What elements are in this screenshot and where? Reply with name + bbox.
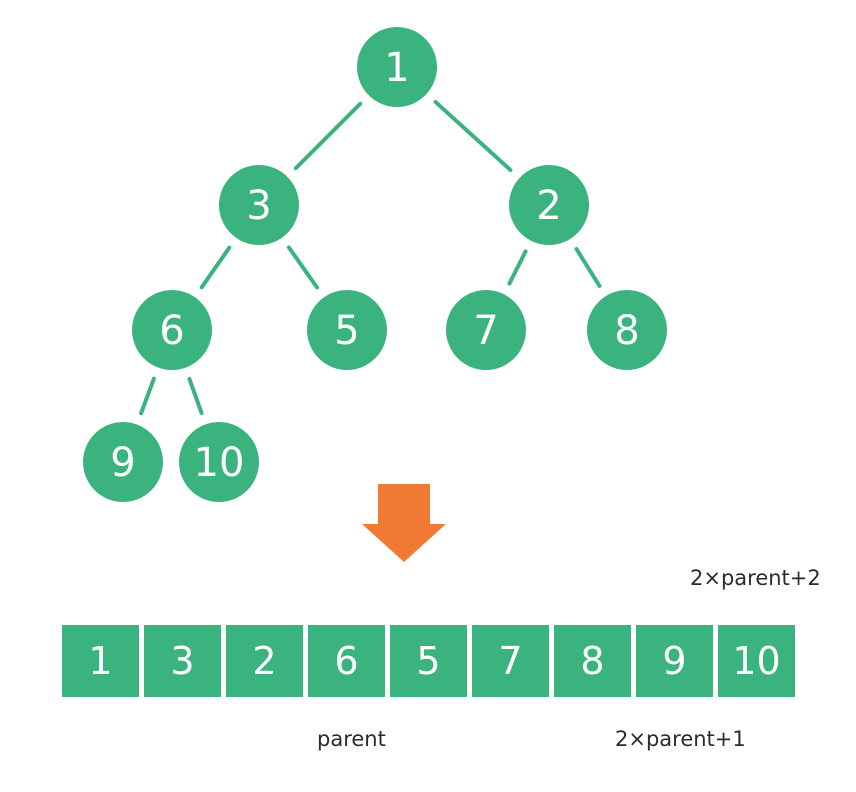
- tree-node: 10: [179, 422, 259, 502]
- tree-node-circle: [357, 27, 437, 107]
- array-cell: 7: [472, 625, 549, 697]
- tree-node: 1: [357, 27, 437, 107]
- tree-node: 5: [307, 290, 387, 370]
- right-child-formula: 2×parent+2: [690, 566, 821, 590]
- tree-node-label: 5: [334, 308, 359, 354]
- array-cell: 6: [308, 625, 385, 697]
- parent-label: parent: [317, 727, 386, 751]
- array-cell: 9: [636, 625, 713, 697]
- array-cell: 3: [144, 625, 221, 697]
- tree-node-label: 2: [536, 183, 561, 229]
- tree-edge: [199, 245, 232, 290]
- down-arrow-icon: [362, 484, 446, 562]
- tree-edge: [286, 245, 320, 290]
- tree-node-label: 1: [384, 45, 409, 91]
- array-cell: 10: [718, 625, 795, 697]
- tree-edge: [293, 101, 363, 171]
- tree-edge: [433, 99, 513, 173]
- tree-node-label: 9: [110, 440, 135, 486]
- tree-node-circle: [83, 422, 163, 502]
- tree-node-circle: [509, 165, 589, 245]
- tree-node-label: 3: [246, 183, 271, 229]
- tree-node: 7: [446, 290, 526, 370]
- tree-edge: [139, 376, 156, 416]
- tree-node-label: 10: [194, 440, 245, 486]
- tree-node-circle: [179, 422, 259, 502]
- tree-node-label: 8: [614, 308, 639, 354]
- tree-node-label: 7: [473, 308, 498, 354]
- tree-node-circle: [446, 290, 526, 370]
- tree-edge: [574, 247, 602, 288]
- binary-tree: 1 3 2 6 5 7 8 9 10: [83, 27, 667, 502]
- tree-edge: [187, 376, 204, 416]
- tree-node: 8: [587, 290, 667, 370]
- tree-node: 6: [132, 290, 212, 370]
- array-cell: 1: [62, 625, 139, 697]
- array-cell: 2: [226, 625, 303, 697]
- array-cell: 5: [390, 625, 467, 697]
- tree-edge: [507, 249, 528, 286]
- array-cell: 8: [554, 625, 631, 697]
- tree-node: 3: [219, 165, 299, 245]
- tree-node-circle: [132, 290, 212, 370]
- tree-node-label: 6: [159, 308, 184, 354]
- tree-node-circle: [307, 290, 387, 370]
- tree-node: 9: [83, 422, 163, 502]
- tree-node: 2: [509, 165, 589, 245]
- left-child-formula: 2×parent+1: [615, 727, 746, 751]
- tree-node-circle: [219, 165, 299, 245]
- tree-node-circle: [587, 290, 667, 370]
